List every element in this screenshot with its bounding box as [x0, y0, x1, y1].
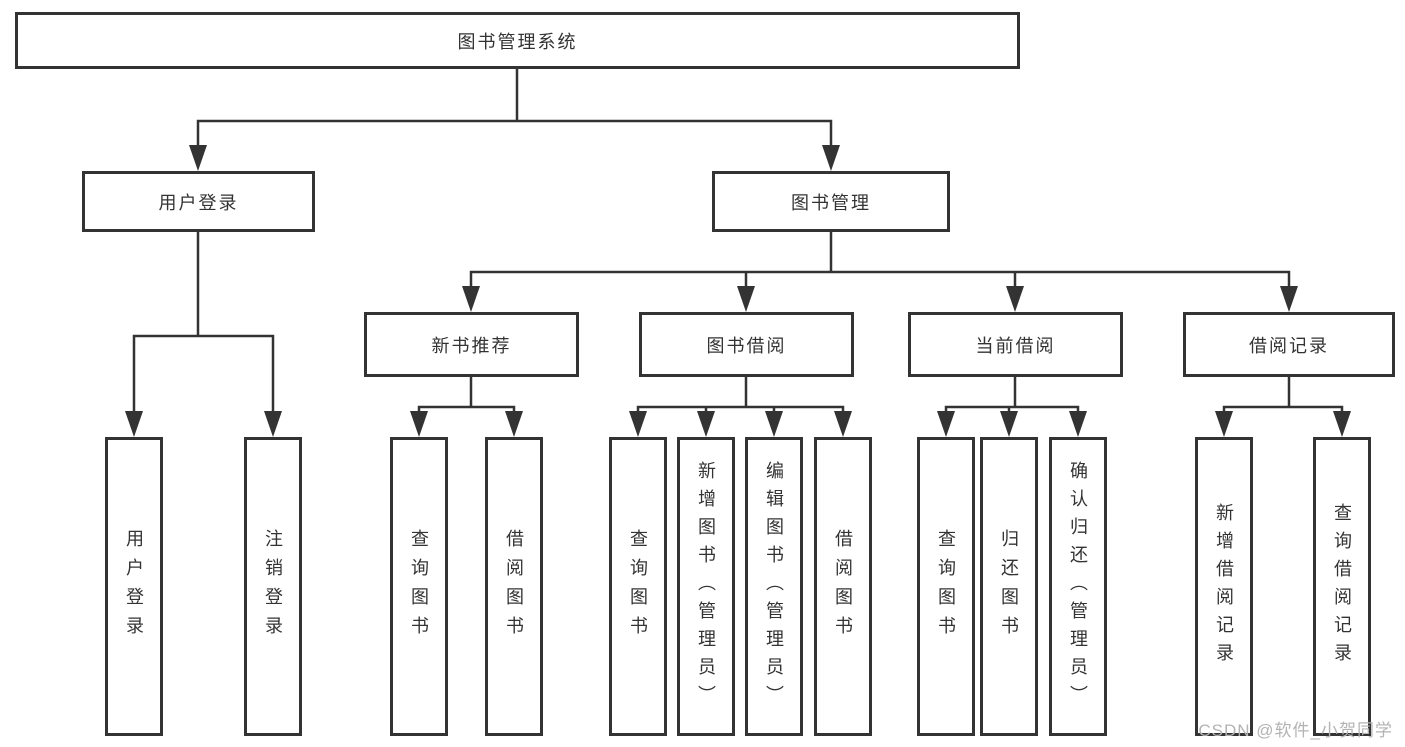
node-leaf-query-books-borrow: 查询图书	[609, 437, 667, 736]
node-leaf-add-borrow-record: 新增借阅记录	[1195, 437, 1253, 736]
node-label: 查询图书	[628, 528, 648, 645]
node-label: 新书推荐	[431, 335, 512, 356]
node-leaf-borrow-books-recommend: 借阅图书	[485, 437, 543, 736]
node-label: 借阅记录	[1249, 335, 1329, 356]
node-leaf-user-login: 用户登录	[105, 437, 163, 736]
node-leaf-query-books-current: 查询图书	[917, 437, 975, 736]
node-label: 借阅图书	[833, 528, 853, 645]
node-label: 图书管理系统	[457, 31, 578, 52]
node-label: 用户登录	[158, 192, 239, 213]
node-label: 归还图书	[999, 528, 1019, 645]
node-label: 新增借阅记录	[1214, 502, 1234, 671]
node-current-borrowing: 当前借阅	[908, 312, 1123, 377]
node-library-management-system: 图书管理系统	[15, 12, 1020, 69]
node-leaf-edit-books-admin: 编辑图书（管理员）	[745, 437, 803, 736]
node-borrowing-records: 借阅记录	[1183, 312, 1395, 377]
node-leaf-query-borrow-record: 查询借阅记录	[1313, 437, 1371, 736]
node-label: 查询图书	[409, 528, 429, 645]
node-leaf-query-books-recommend: 查询图书	[390, 437, 448, 736]
node-label: 确认归还（管理员）	[1068, 460, 1088, 713]
node-user-login: 用户登录	[82, 171, 315, 232]
node-leaf-confirm-return-admin: 确认归还（管理员）	[1049, 437, 1107, 736]
node-leaf-add-books-admin: 新增图书（管理员）	[677, 437, 735, 736]
node-book-management: 图书管理	[712, 171, 950, 232]
node-label: 图书借阅	[706, 335, 787, 356]
node-label: 用户登录	[124, 528, 144, 645]
node-label: 当前借阅	[975, 335, 1056, 356]
node-label: 新增图书（管理员）	[696, 460, 716, 713]
node-label: 借阅图书	[504, 528, 524, 645]
node-label: 图书管理	[791, 192, 871, 213]
node-label: 注销登录	[263, 528, 283, 645]
node-label: 查询借阅记录	[1332, 502, 1352, 671]
node-new-book-recommendation: 新书推荐	[364, 312, 579, 377]
node-leaf-logout: 注销登录	[244, 437, 302, 736]
node-leaf-borrow-books: 借阅图书	[814, 437, 872, 736]
node-leaf-return-books: 归还图书	[980, 437, 1038, 736]
node-book-borrowing: 图书借阅	[639, 312, 854, 377]
csdn-watermark: CSDN @软件_小贺同学	[1198, 721, 1393, 740]
arrowheads	[125, 145, 1351, 437]
node-label: 查询图书	[936, 528, 956, 645]
node-label: 编辑图书（管理员）	[764, 460, 784, 713]
